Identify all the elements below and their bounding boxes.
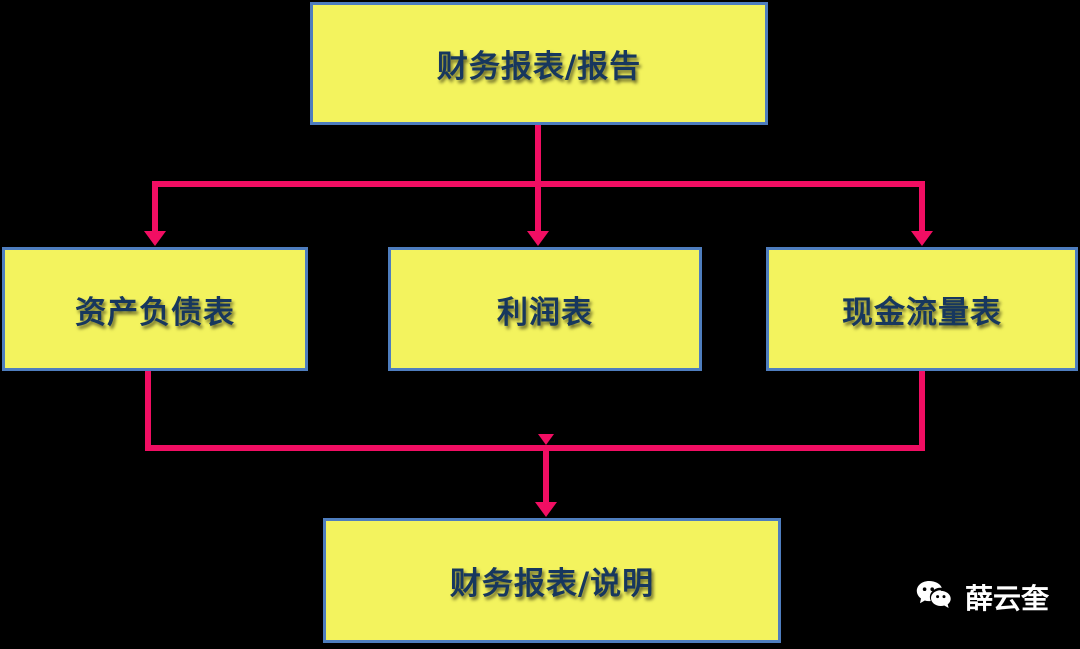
arrowhead-bottom-icon (535, 502, 557, 517)
connector-drop-bottom (543, 451, 549, 502)
connector-distribution-line (152, 181, 925, 187)
node-balance-sheet: 资产负债表 (2, 247, 308, 371)
node-financial-report: 财务报表/报告 (310, 2, 768, 125)
watermark-label: 薛云奎 (965, 581, 1050, 615)
node-cash-flow-statement: 现金流量表 (766, 247, 1078, 371)
node-financial-report-label: 财务报表/报告 (436, 49, 642, 85)
arrowhead-right-icon (911, 231, 933, 246)
node-financial-notes: 财务报表/说明 (323, 518, 781, 643)
connector-merge-line (145, 445, 925, 451)
connector-top-stem (535, 125, 541, 181)
connector-merge-junction (538, 434, 554, 445)
arrowhead-left-icon (144, 231, 166, 246)
connector-exit-right (919, 371, 925, 451)
connector-exit-left (145, 371, 151, 451)
arrowhead-middle-icon (527, 231, 549, 246)
node-income-statement: 利润表 (388, 247, 702, 371)
node-income-statement-label: 利润表 (497, 294, 593, 331)
node-cash-flow-statement-label: 现金流量表 (842, 294, 1002, 331)
connector-drop-left (152, 187, 158, 231)
connector-drop-middle (535, 187, 541, 231)
watermark: 薛云奎 (916, 580, 1049, 617)
node-financial-notes-label: 财务报表/说明 (449, 566, 655, 602)
node-balance-sheet-label: 资产负债表 (75, 294, 235, 331)
connector-drop-right (919, 187, 925, 231)
wechat-icon (916, 581, 951, 608)
